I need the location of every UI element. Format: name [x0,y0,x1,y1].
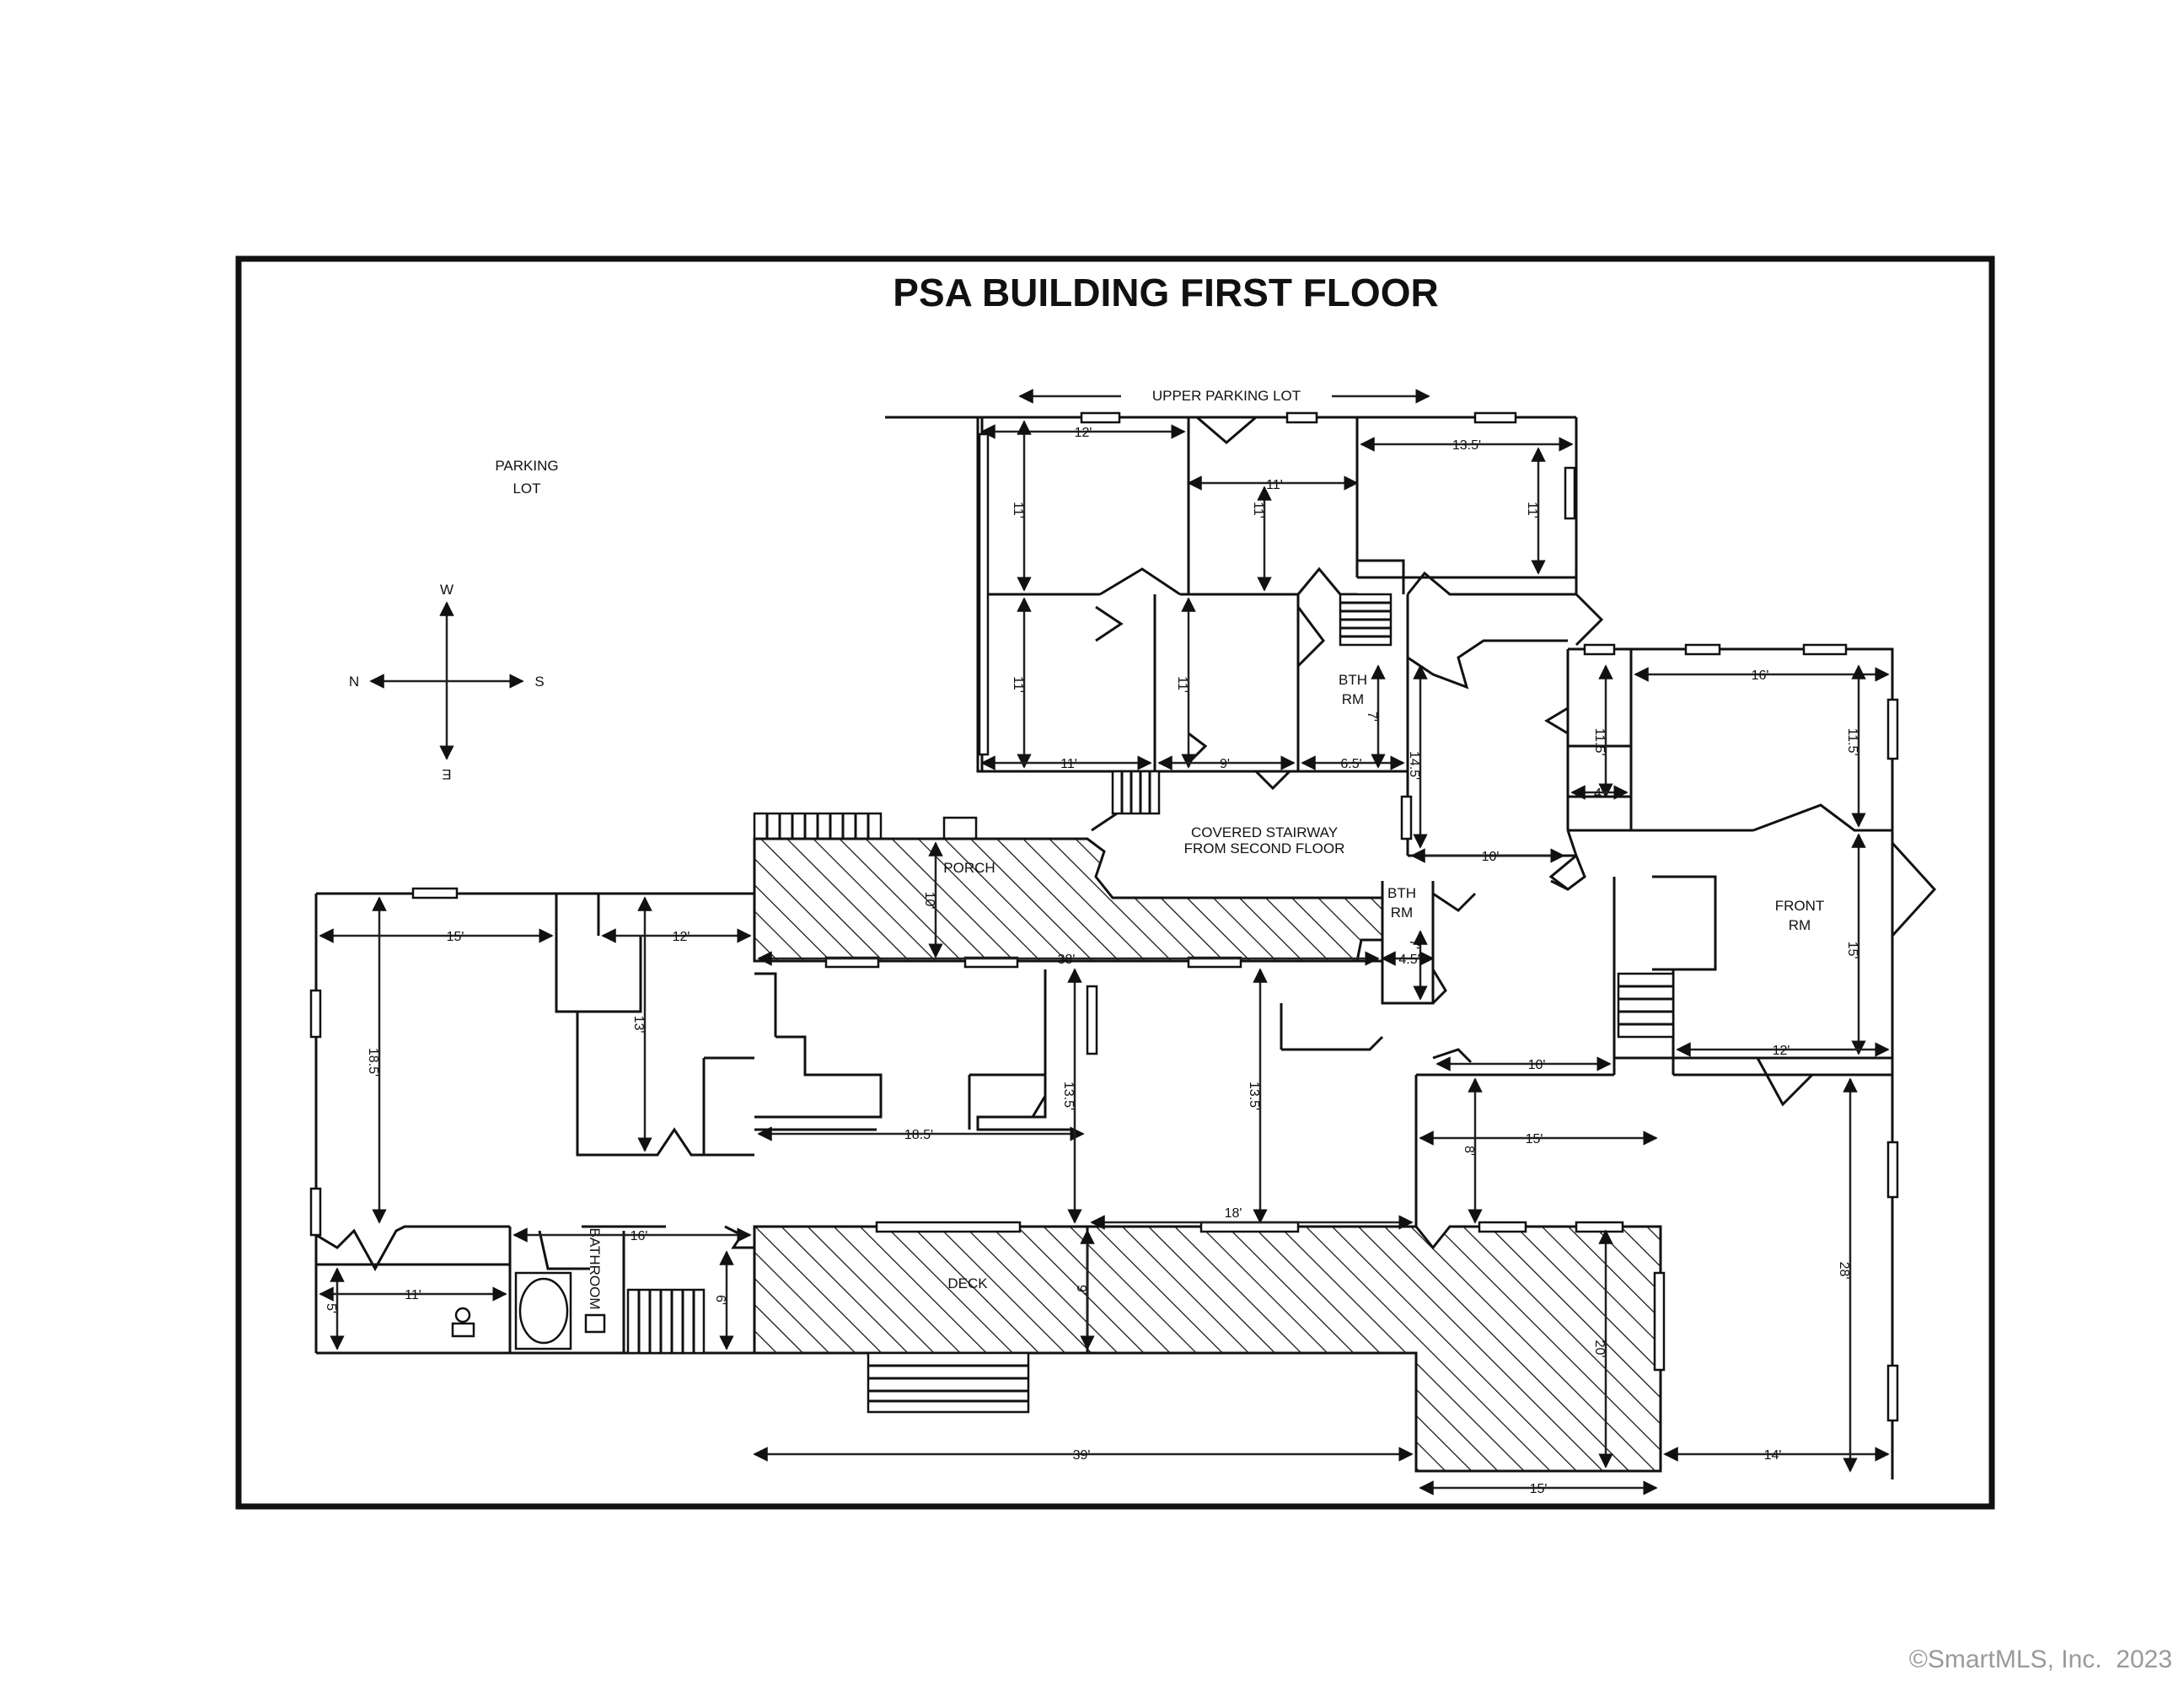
upper-parking-lot: UPPER PARKING LOT [1018,388,1430,404]
dim-15-d: 15' [1530,1482,1548,1496]
dim-13-5-b: 13.5' [1061,1082,1076,1110]
deck-label: DECK [947,1275,988,1291]
front-rm-label-2: RM [1789,917,1811,933]
dim-12-c: 12' [1773,1044,1790,1058]
dim-28: 28' [1837,1262,1851,1280]
bathroom-fixtures [451,1271,606,1350]
dim-13-5-top: 13.5' [1452,438,1481,453]
compass-top: W [440,582,453,598]
covered-stairway-label-1: COVERED STAIRWAY [1191,824,1338,840]
bth-rm-b-label-1: BTH [1387,885,1416,901]
dim-10-b: 10' [1528,1058,1546,1072]
dim-11-v1: 11' [1011,502,1025,518]
dim-11-5-a: 11.5' [1592,728,1607,755]
compass-left: N [349,674,359,690]
dim-12-b: 12' [673,930,690,944]
dim-11-v5: 11' [1175,676,1189,693]
parking-lot-label-1: PARKING [495,458,558,474]
dim-10-a: 10' [1482,850,1500,864]
porch-label: PORCH [943,860,995,876]
dim-18: 18' [1225,1206,1242,1221]
parking-lot-label-2: LOT [512,481,540,497]
dim-39: 39' [1073,1448,1091,1463]
dim-15-c: 15' [1526,1132,1543,1146]
compass-right: S [534,674,544,690]
dim-11-mid: 11' [1266,478,1283,492]
dim-14: 14' [1764,1448,1782,1463]
copyright-notice: ©SmartMLS, Inc. 2023 [1908,1646,2172,1673]
left-wing-stair [626,1288,706,1355]
dimension-labels: 12' 11' 13.5' 11' 11' 11' 11' 11' 11' 9'… [324,426,1859,1496]
left-wing-windows [309,887,1098,1237]
dim-7-a: 7' [1365,711,1379,722]
dim-13-v: 13' [631,1016,646,1034]
dim-13-5-c: 13.5' [1247,1082,1261,1110]
plan-title: PSA BUILDING FIRST FLOOR [893,271,1438,314]
dim-16-b: 16' [631,1229,648,1243]
dim-14-5: 14.5' [1407,751,1421,780]
dim-11-c: 11' [405,1288,421,1302]
dim-11-v2: 11' [1251,502,1265,518]
front-rm-label-1: FRONT [1775,898,1825,914]
dim-9-b: 9' [1074,1285,1088,1295]
dim-15-right: 15' [1845,942,1859,959]
right-wing-stairs [1617,972,1675,1039]
deck-hatched [753,1225,1662,1473]
dim-16-top: 16' [1752,668,1769,683]
dim-38: 38' [1058,953,1076,967]
bth-rm-b-label-2: RM [1391,905,1413,921]
dim-4: 4' [1594,787,1604,801]
dim-10-porch: 10' [922,892,936,910]
dim-15-left: 15' [447,930,464,944]
upper-wing-windows [978,411,1576,756]
compass-rose: W E N S [349,582,545,782]
dimension-lines [319,420,1890,1495]
dim-5: 5' [324,1303,338,1313]
dim-18-5-v: 18.5' [366,1048,380,1077]
dim-9: 9' [1220,757,1230,771]
upper-parking-lot-label: UPPER PARKING LOT [1152,388,1301,404]
dim-4-5: 4.5' [1398,953,1419,967]
covered-stairway-label-2: FROM SECOND FLOOR [1184,840,1345,856]
porch-hatched [753,837,1384,963]
covered-stair [1111,770,1161,815]
dim-6-5: 6.5' [1340,757,1361,771]
dim-20: 20' [1592,1340,1607,1358]
dim-7-b: 7' [1407,939,1421,949]
middle-window [1400,795,1413,840]
bth-rm-a-label-1: BTH [1339,672,1367,688]
bathroom-label: BATHROOM [587,1228,603,1310]
dim-12-top: 12' [1075,426,1092,440]
dim-18-5-h: 18.5' [904,1128,933,1142]
dim-8: 8' [1462,1146,1476,1156]
room-labels: PORCH COVERED STAIRWAY FROM SECOND FLOOR… [587,672,1824,1309]
dim-11-bottom: 11' [1060,757,1077,771]
dim-6: 6' [713,1295,727,1305]
dim-11-v3: 11' [1525,502,1539,518]
plan-frame [235,255,1995,1510]
dim-11-v4: 11' [1011,676,1025,693]
deck-stairs [867,1351,1030,1414]
upper-wing-walls [885,416,1604,791]
bth-rm-a-label-2: RM [1342,691,1364,707]
right-wing-windows [1583,643,1899,1422]
dim-11-5-b: 11.5' [1845,728,1859,755]
compass-bottom: E [442,766,451,782]
